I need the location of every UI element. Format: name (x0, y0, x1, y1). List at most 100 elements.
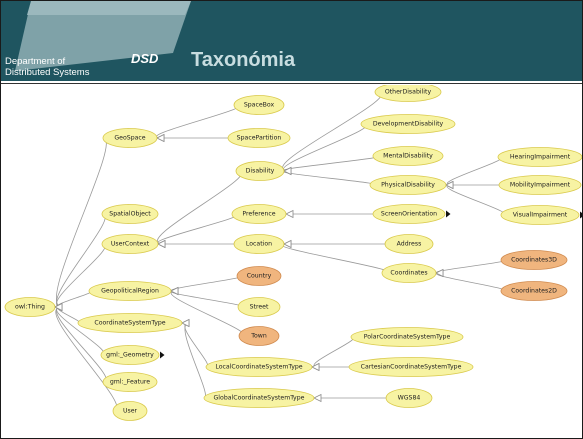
class-node-label: PhysicalDisability (381, 182, 435, 189)
subclass-arrowhead (445, 180, 454, 190)
subclass-arrowhead (313, 393, 322, 403)
slide-title: Taxonómia (191, 49, 296, 71)
class-node-label: Address (397, 241, 422, 248)
class-node-label: CoordinateSystemType (94, 320, 165, 327)
class-node-wgs84[interactable]: WGS84 (385, 388, 433, 408)
class-node-label: User (123, 408, 138, 415)
class-node-ellipse (88, 281, 172, 301)
class-node-street[interactable]: Street (237, 297, 281, 317)
class-node-visualimpairment[interactable]: VisualImpairment (500, 205, 582, 225)
class-node-gmlfeature[interactable]: gml:_Feature (102, 372, 158, 392)
class-node-mobilityimpairment[interactable]: MobilityImpairment (498, 175, 582, 195)
class-node-label: Street (250, 304, 269, 311)
class-node-cartesiancoordinatesystemtype[interactable]: CartesianCoordinateSystemType (348, 357, 474, 377)
subclass-edge (435, 272, 506, 292)
subclass-edge (435, 259, 506, 274)
class-node-label: Location (246, 241, 272, 248)
class-node-ellipse (205, 357, 313, 377)
class-node-label: HearingImpairment (510, 154, 571, 161)
class-node-user[interactable]: User (112, 401, 148, 421)
class-node-ellipse (385, 388, 433, 408)
class-node-disability[interactable]: Disability (235, 161, 285, 181)
class-node-mentaldisability[interactable]: MentalDisability (372, 146, 444, 166)
class-node-ellipse (100, 345, 160, 365)
class-node-geospace[interactable]: GeoSpace (102, 128, 158, 148)
class-node-ellipse (350, 327, 464, 347)
subclass-arrowhead (283, 166, 292, 176)
class-node-ellipse (4, 297, 56, 317)
class-node-ellipse (101, 204, 159, 224)
subclass-edge (157, 170, 242, 245)
class-node-country[interactable]: Country (236, 266, 282, 286)
class-node-label: WGS84 (398, 395, 421, 402)
subclass-edge (170, 290, 243, 308)
class-node-localcoordinatesystemtype[interactable]: LocalCoordinateSystemType (205, 357, 313, 377)
header-rule-line (1, 83, 582, 84)
class-node-coordinates3d[interactable]: Coordinates3D (500, 250, 568, 270)
subclass-edge (56, 306, 105, 356)
class-node-label: GeoSpace (114, 135, 145, 142)
class-node-address[interactable]: Address (384, 234, 434, 254)
class-node-ellipse (237, 297, 281, 317)
logo-panel (15, 1, 191, 71)
class-node-ellipse (236, 266, 282, 286)
class-node-label: SpacePartition (237, 135, 282, 142)
class-node-ellipse (372, 204, 446, 224)
class-node-label: DevelopmentDisability (373, 121, 444, 128)
subclass-edge (156, 104, 240, 139)
class-node-ellipse (500, 205, 580, 225)
class-node-geopoliticalregion[interactable]: GeopoliticalRegion (88, 281, 172, 301)
class-node-label: SpaceBox (244, 102, 275, 109)
class-node-globalcoordinatesystemtype[interactable]: GlobalCoordinateSystemType (203, 388, 315, 408)
class-node-label: MentalDisability (383, 153, 433, 160)
class-node-ellipse (102, 128, 158, 148)
class-node-label: GeopoliticalRegion (101, 288, 159, 295)
subclass-arrowhead (311, 362, 320, 372)
class-node-label: LocalCoordinateSystemType (215, 364, 302, 371)
class-node-label: Coordinates (390, 270, 427, 277)
expand-arrow-icon[interactable] (580, 211, 582, 219)
class-node-label: GlobalCoordinateSystemType (214, 395, 305, 402)
class-node-ellipse (238, 326, 280, 346)
expand-arrow-icon[interactable] (160, 351, 165, 359)
class-node-gmlgeometry[interactable]: gml:_Geometry (100, 345, 165, 365)
class-node-polarcoordinatesystemtype[interactable]: PolarCoordinateSystemType (350, 327, 464, 347)
class-node-owl[interactable]: owl:Thing (4, 297, 56, 317)
class-node-ellipse (374, 85, 442, 102)
class-node-label: Coordinates3D (511, 257, 557, 264)
class-node-usercontext[interactable]: UserContext (101, 234, 159, 254)
expand-arrow-icon[interactable] (446, 210, 451, 218)
class-node-ellipse (231, 204, 287, 224)
class-node-developmentdisability[interactable]: DevelopmentDisability (360, 114, 456, 134)
class-node-otherdisability[interactable]: OtherDisability (374, 85, 442, 102)
class-node-screenorientation[interactable]: ScreenOrientation (372, 204, 451, 224)
class-node-coordinates2d[interactable]: Coordinates2D (500, 281, 568, 301)
class-node-label: OtherDisability (385, 89, 432, 96)
subclass-arrowhead (170, 286, 179, 296)
subclass-edge (56, 243, 106, 308)
class-node-spacebox[interactable]: SpaceBox (233, 95, 285, 115)
class-node-ellipse (112, 401, 148, 421)
class-node-town[interactable]: Town (238, 326, 280, 346)
class-node-label: Country (247, 273, 272, 280)
class-node-ellipse (369, 175, 447, 195)
class-node-ellipse (360, 114, 456, 134)
class-node-coordinates[interactable]: Coordinates (381, 263, 437, 283)
class-node-ellipse (348, 357, 474, 377)
class-node-label: gml:_Geometry (106, 352, 154, 359)
class-node-ellipse (384, 234, 434, 254)
class-node-ellipse (381, 263, 437, 283)
class-node-label: PolarCoordinateSystemType (364, 334, 451, 341)
class-node-preference[interactable]: Preference (231, 204, 287, 224)
subclass-edge (170, 290, 244, 337)
class-node-hearingimpairment[interactable]: HearingImpairment (497, 147, 582, 167)
class-node-spatialobject[interactable]: SpatialObject (101, 204, 159, 224)
class-node-spacepartition[interactable]: SpacePartition (227, 128, 291, 148)
class-node-physicaldisability[interactable]: PhysicalDisability (369, 175, 447, 195)
class-node-coordinatesystemtype[interactable]: CoordinateSystemType (77, 313, 183, 333)
class-node-label: CartesianCoordinateSystemType (361, 364, 462, 371)
class-node-location[interactable]: Location (233, 234, 285, 254)
class-node-label: VisualImpairment (513, 212, 568, 219)
class-node-ellipse (101, 234, 159, 254)
